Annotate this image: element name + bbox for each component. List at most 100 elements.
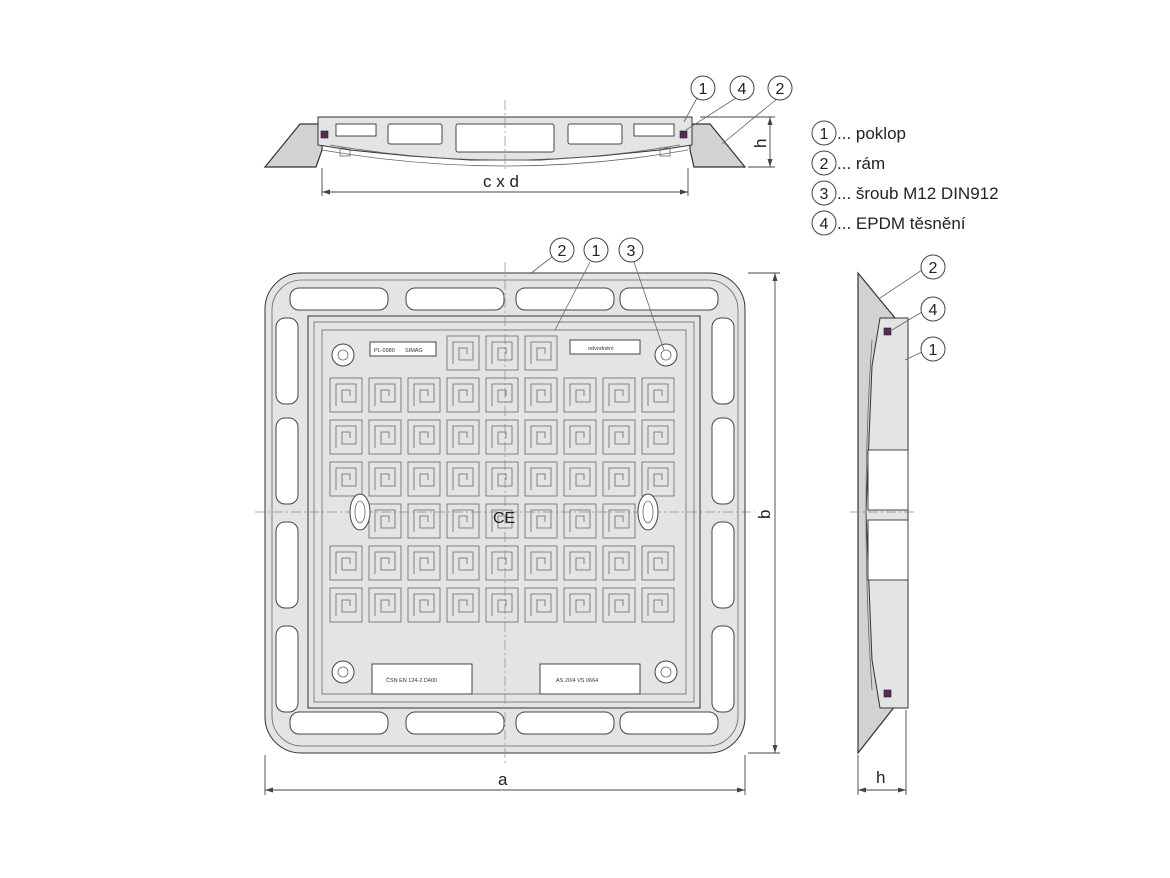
svg-text:1: 1 [929,342,938,359]
pattern-tile [407,419,441,455]
pattern-tile [368,545,402,581]
frame-slot [275,625,299,713]
pattern-tile [602,545,636,581]
pattern-tile [446,377,480,413]
pattern-tile [368,377,402,413]
callout-1-top [690,75,716,101]
pattern-tile [368,587,402,623]
frame-slot [711,625,735,713]
legend-num-3: 3 [820,186,829,203]
pattern-tile [407,545,441,581]
pattern-tile [446,461,480,497]
bolt-top-left [331,343,355,367]
pattern-tile [641,419,675,455]
bolt-bottom-left [331,660,355,684]
pattern-tile [524,587,558,623]
frame-slot [619,711,719,735]
legend-text-2: ... rám [837,154,885,173]
callout-2-side [920,254,946,280]
pattern-tile [329,419,363,455]
legend-num-2: 2 [820,156,829,173]
pattern-tile [602,587,636,623]
frame-slot [515,287,615,311]
svg-text:4: 4 [929,302,938,319]
legend-text-1: ... poklop [837,124,906,143]
svg-text:3: 3 [627,243,636,260]
pattern-tile [563,545,597,581]
pattern-tile [524,461,558,497]
callout-4-side [920,296,946,322]
frame-slot [711,417,735,505]
pattern-tile [602,419,636,455]
section-view-side: h 2 4 1 [850,254,946,795]
dim-a: a [498,770,508,789]
pattern-tile [563,377,597,413]
legend: 1 ... poklop 2 ... rám 3 ... šroub M12 D… [811,120,999,236]
pattern-tile [524,545,558,581]
section-view-top: c x d h 1 4 2 [263,75,793,196]
frame-slots [275,287,735,735]
pattern-tile [407,377,441,413]
callout-1-side [920,336,946,362]
svg-text:CE: CE [493,510,515,527]
pattern-tile [602,503,636,539]
pattern-tile [329,587,363,623]
svg-text:1: 1 [699,81,708,98]
pattern-tile [329,461,363,497]
frame-slot [405,287,505,311]
pattern-tile [563,587,597,623]
pattern-tile [407,587,441,623]
gasket-side-top [883,327,892,336]
pattern-tile [407,503,441,539]
pattern-tile [602,461,636,497]
pattern-tile [524,419,558,455]
pattern-tile [329,377,363,413]
svg-text:2: 2 [929,260,938,277]
pattern-tile [524,377,558,413]
dim-c-x-d: c x d [483,172,519,191]
frame-slot [711,317,735,405]
pattern-tile [563,461,597,497]
pattern-tile [446,587,480,623]
marking-top-left: PL-0980 [374,348,395,354]
pattern-tile [407,461,441,497]
pattern-tile [446,503,480,539]
cover-side-section [865,317,909,709]
pattern-tile [563,419,597,455]
pattern-tile [329,545,363,581]
frame-slot [275,417,299,505]
callout-4-top [729,75,755,101]
marking-bottom-left: ČSN EN 124-2 D400 [386,677,437,684]
gasket-right [679,130,688,139]
dim-h-top: h [751,139,770,148]
lift-hole-left [349,493,371,531]
pattern-tile [446,419,480,455]
lift-hole-right [637,493,659,531]
legend-num-1: 1 [820,126,829,143]
frame-slot [275,317,299,405]
dim-b: b [755,510,774,519]
pattern-tile [524,503,558,539]
pattern-tile [641,461,675,497]
callout-3-plan [618,237,644,263]
svg-text:2: 2 [776,81,785,98]
frame-slot [289,287,389,311]
pattern-tile [524,335,558,371]
gasket-side-bottom [883,689,892,698]
legend-text-4: ... EPDM těsnění [837,214,966,233]
bolt-bottom-right [654,660,678,684]
plan-view: CE PL-0980 SIMAG odvodnění ČSN EN 124-2 … [255,237,780,795]
legend-text-3: ... šroub M12 DIN912 [837,184,999,203]
frame-left-section [263,123,323,168]
pattern-tile [368,461,402,497]
callout-2-top [767,75,793,101]
callout-1-plan [583,237,609,263]
frame-slot [275,521,299,609]
pattern-tile [602,377,636,413]
marking-top-left-box: SIMAG [405,348,423,354]
pattern-tile [368,419,402,455]
svg-text:2: 2 [558,243,567,260]
pattern-tile [641,587,675,623]
frame-slot [711,521,735,609]
